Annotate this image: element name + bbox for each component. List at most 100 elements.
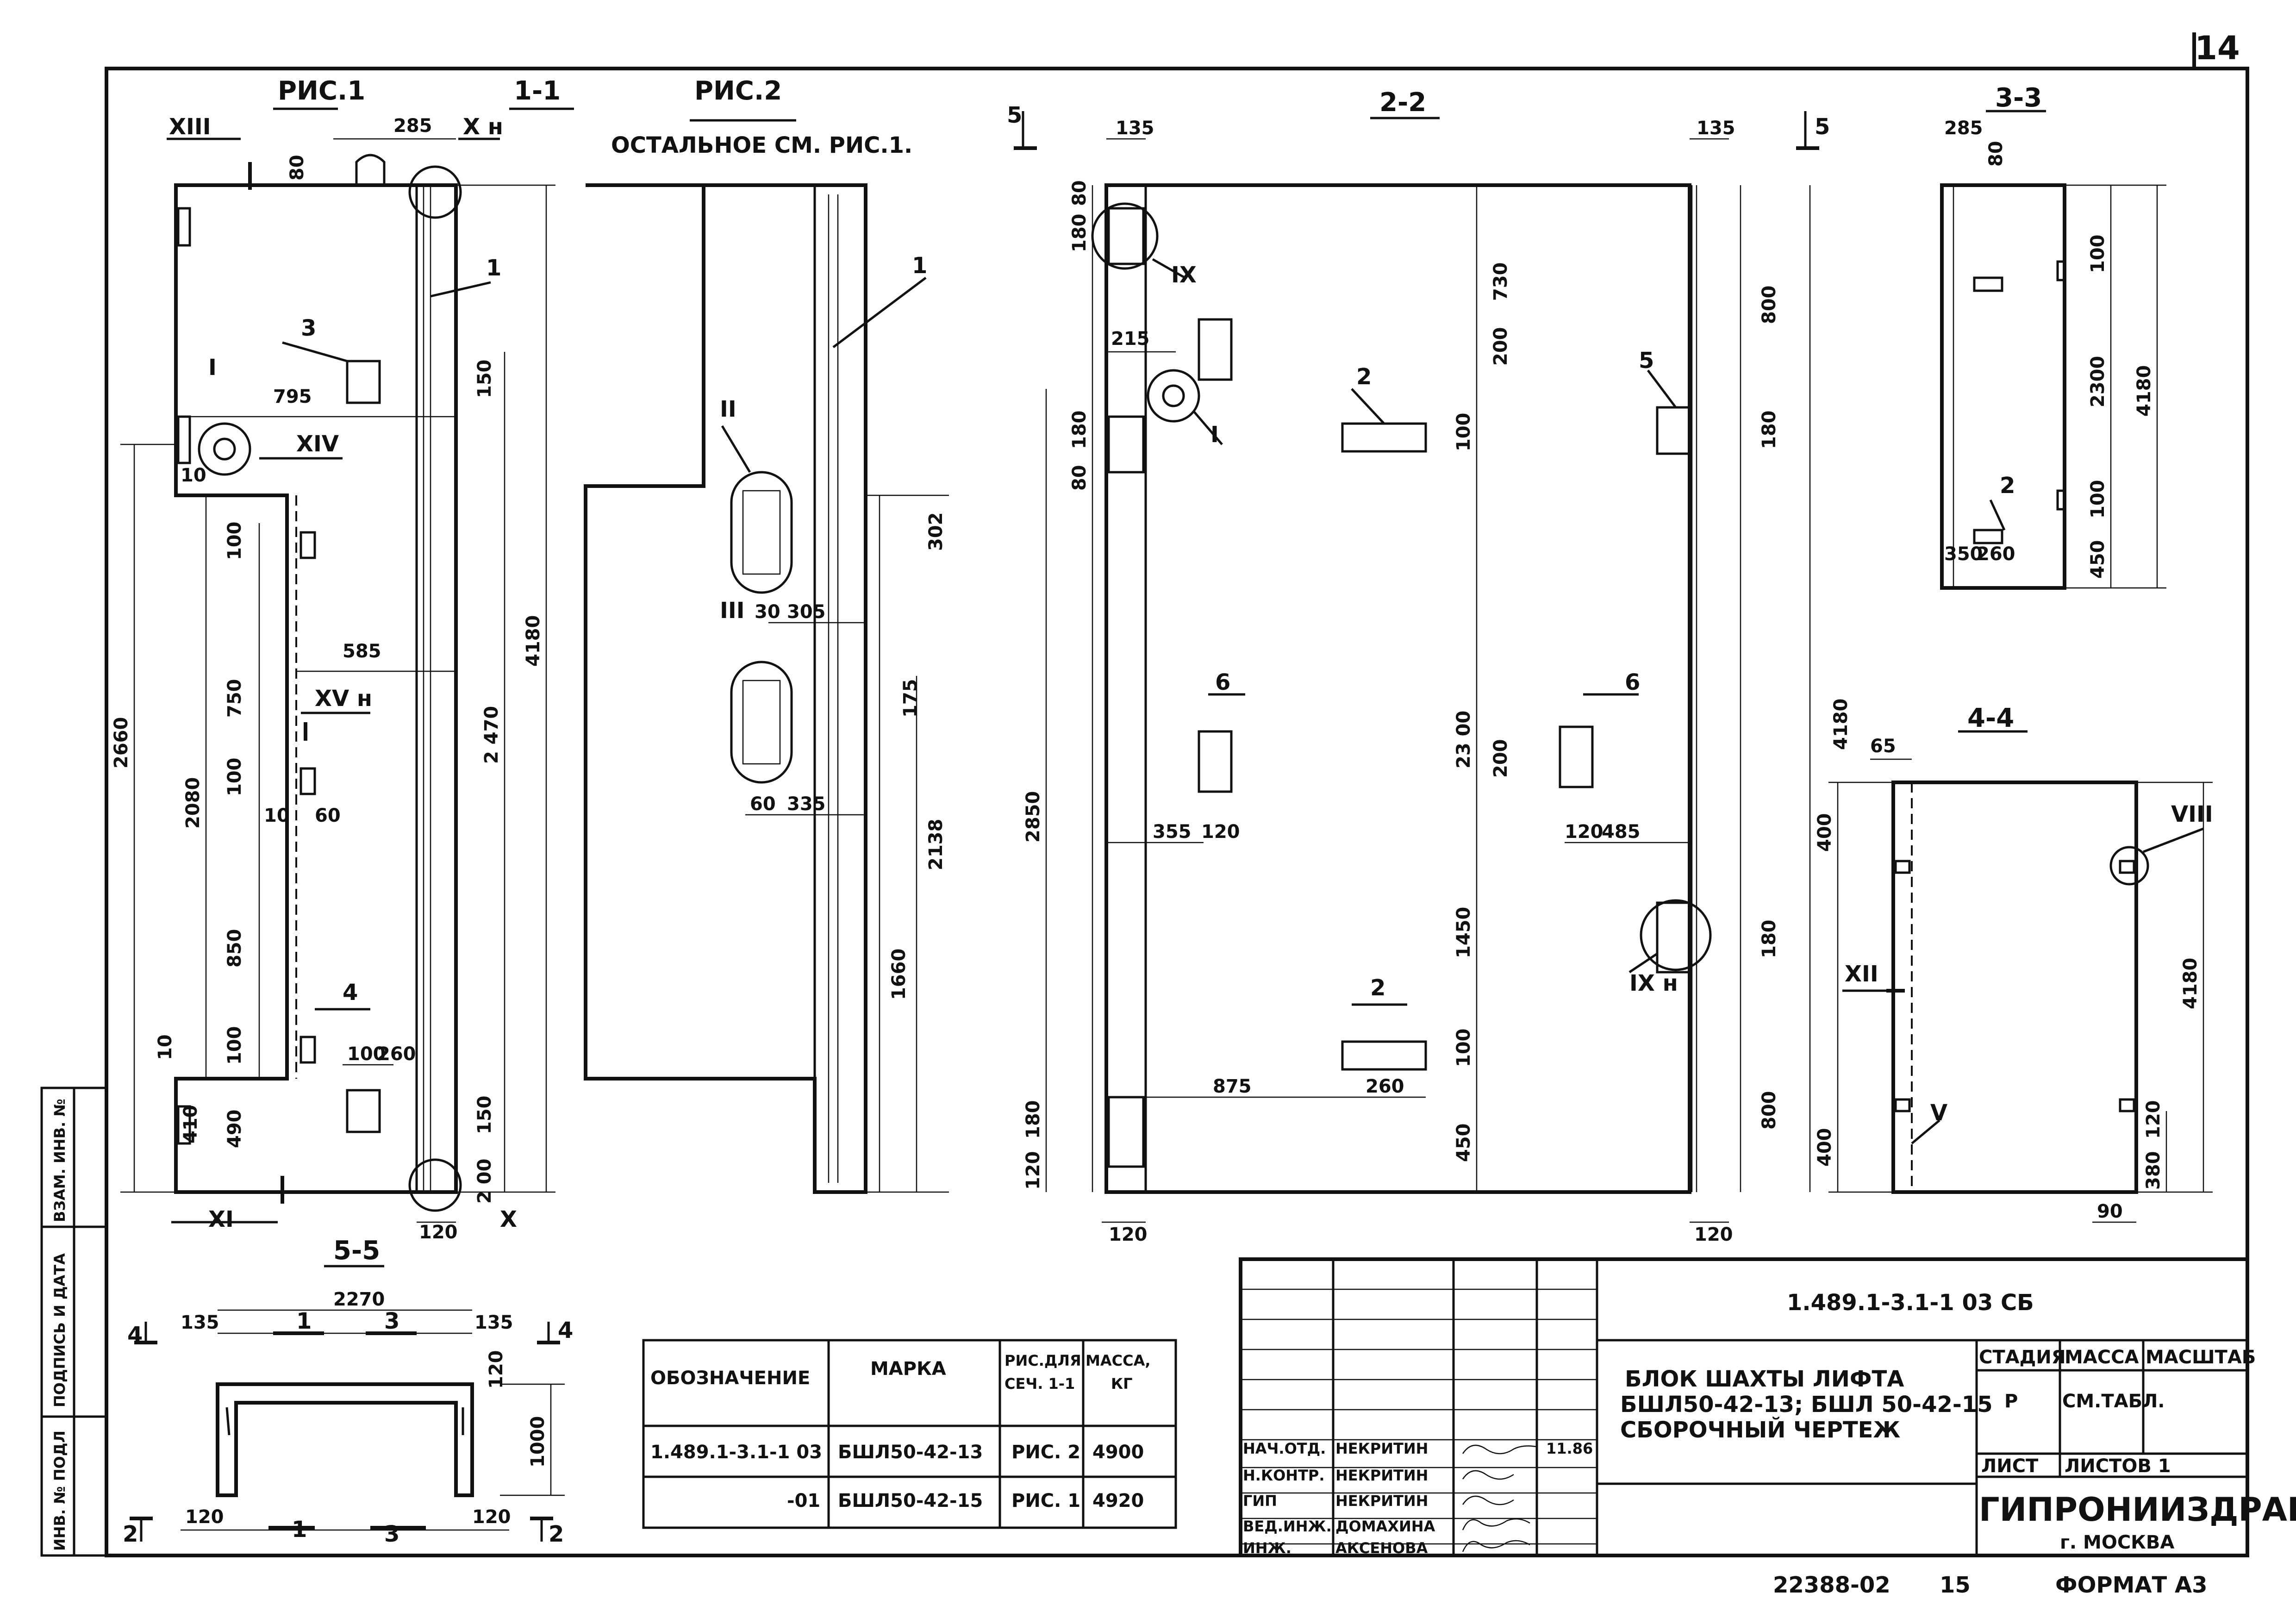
sec22-callout-5: 5 [1639,348,1654,374]
role-2-name: НЕКРИТИН [1335,1492,1428,1510]
role-0-name: НЕКРИТИН [1335,1440,1428,1457]
sec22-marker-5-right: 5 [1815,114,1830,140]
fig1-section-title: 1-1 [514,76,561,106]
spec-row1-mass: 4900 [1092,1442,1144,1463]
sec22-callout-6-right: 6 [1625,669,1640,695]
signature-mark [1462,1444,1537,1455]
side-stamp-inv-podl: ИНВ. № ПОДЛ [51,1430,69,1551]
format-label: ФОРМАТ А3 [2055,1572,2208,1598]
fig1-callout-xi: XI [208,1206,234,1232]
title-name-line1: БЛОК ШАХТЫ ЛИФТА [1625,1366,1904,1392]
spec-header-designation: ОБОЗНАЧЕНИЕ [650,1368,810,1389]
sec55-callout-1-top: 1 [296,1308,312,1334]
sheet-frame [105,32,2249,1557]
sec22-callout-2-lower: 2 [1370,975,1385,1001]
title-date: 11.86 [1546,1440,1593,1457]
fig1-dim-10-bot: 10 [155,1034,176,1060]
fig2-note: ОСТАЛЬНОЕ СМ. РИС.1. [611,132,912,158]
fig1-callout-x: X [500,1206,517,1232]
fig2-title: РИС.2 [694,76,782,106]
sec22-dim-180-left: 180 [1069,411,1090,450]
fig1-dim-80: 80 [287,155,308,181]
fig2-view: РИС.2 ОСТАЛЬНОЕ СМ. РИС.1. 302 30 305 17… [584,76,949,1194]
fig2-dim-1660: 1660 [888,949,910,1000]
fig1-callout-1: 1 [486,255,501,281]
sec22-dim-730: 730 [1490,262,1511,301]
spec-row2-mass: 4920 [1092,1490,1144,1512]
sec44-dim-400-bot: 400 [1814,1128,1835,1167]
role-3-name: ДОМАХИНА [1335,1518,1435,1535]
sec55-marker-2-left: 2 [123,1521,138,1547]
fig2-dim-2138: 2138 [925,819,947,870]
fig1-dim-2080: 2080 [182,777,204,829]
signature-mark [1462,1540,1530,1552]
sec33-dim-80: 80 [1985,141,2007,167]
fig1-dim-60: 60 [315,805,341,826]
sec22-dim-180-low-left: 180 [1023,1100,1044,1139]
sec22-callout-ix: IX [1171,262,1197,288]
sec55-callout-3-bottom: 3 [384,1521,399,1547]
archive-page: 15 [1940,1572,1971,1598]
fig1-dim-150-top: 150 [474,360,495,399]
section-2-2: 2-2 5 [1007,87,1852,1245]
signature-mark [1462,1518,1530,1530]
spec-row2-designation: -01 [787,1490,820,1512]
fig2-callout-1: 1 [912,253,927,279]
sec22-callout-2-upper: 2 [1356,364,1372,390]
sec33-dim-2300: 2300 [2087,356,2109,407]
side-stamp-sign-date: ПОДПИСЬ И ДАТА [51,1253,69,1407]
sec33-dim-285: 285 [1944,118,1983,139]
signature-mark [1462,1495,1514,1505]
sec22-dim-180-right: 180 [1759,411,1780,450]
sec22-dim-800-top: 800 [1759,286,1780,325]
fig1-dim-150-bot: 150 [474,1096,495,1135]
fig1-dim-100-d: 100 [347,1043,386,1065]
sec22-dim-80-left: 80 [1069,465,1090,491]
sec55-marker-2-right: 2 [549,1521,564,1547]
title-city: г. МОСКВА [2060,1532,2174,1553]
role-3-title: ВЕД.ИНЖ. [1243,1518,1332,1535]
sec22-dim-200-mid: 200 [1490,739,1511,778]
sec55-dim-135-right: 135 [474,1312,513,1333]
sec22-dim-100-low: 100 [1453,1029,1474,1068]
sec44-dim-90: 90 [2097,1201,2123,1222]
sec55-callout-3-top: 3 [384,1308,399,1334]
sec22-marker-5-left: 5 [1007,102,1022,128]
sec33-title: 3-3 [1995,83,2042,113]
fig1-dim-2660: 2660 [111,717,132,768]
fig1-dim-10-top: 10 [181,465,206,486]
spec-row1-fig: РИС. 2 [1011,1442,1080,1463]
sec22-dim-4180: 4180 [1830,699,1852,750]
sec22-callout-6-left: 6 [1215,669,1230,695]
sec22-dim-260: 260 [1366,1076,1404,1097]
fig1-dim-4180: 4180 [523,615,544,667]
sec22-title: 2-2 [1379,87,1426,118]
sec44-dim-400-top: 400 [1814,813,1835,852]
fig2-callout-ii: II [720,396,736,422]
sec22-callout-ix-h: IX н [1629,970,1678,996]
fig1-dim-2470: 2 470 [481,706,502,764]
fig1-callout-4: 4 [343,980,358,1006]
sec22-dim-120-bottom-right: 120 [1694,1224,1733,1245]
role-1-name: НЕКРИТИН [1335,1467,1428,1484]
sec33-dim-450: 450 [2087,540,2109,579]
sec22-dim-120-low-left: 120 [1023,1151,1044,1190]
fig1-dim-285: 285 [393,115,432,137]
sec22-dim-485: 485 [1602,821,1641,843]
fig1-callout-3: 3 [301,315,316,341]
sec44-dim-65: 65 [1870,736,1896,757]
sec44-callout-viii: VIII [2171,801,2213,827]
sec44-callout-xii: XII [1845,961,1878,987]
spec-header-fig-l1: РИС.ДЛЯ [1004,1352,1081,1369]
role-1-title: Н.КОНТР. [1243,1467,1325,1484]
title-block: 1.489.1-3.1-1 03 СБ БЛОК ШАХТЫ ЛИФТА БШЛ… [1239,1257,2296,1557]
fig1-dim-200: 2 00 [474,1159,495,1204]
sec44-dim-380: 380 [2143,1151,2164,1190]
role-0-title: НАЧ.ОТД. [1243,1440,1326,1457]
sec44-title: 4-4 [1967,703,2014,733]
fig1-dim-585: 585 [343,641,381,662]
role-4-name: АКСЕНОВА [1335,1539,1428,1557]
sec55-dim-2270: 2270 [333,1289,385,1310]
spec-header-mark: МАРКА [870,1358,946,1380]
